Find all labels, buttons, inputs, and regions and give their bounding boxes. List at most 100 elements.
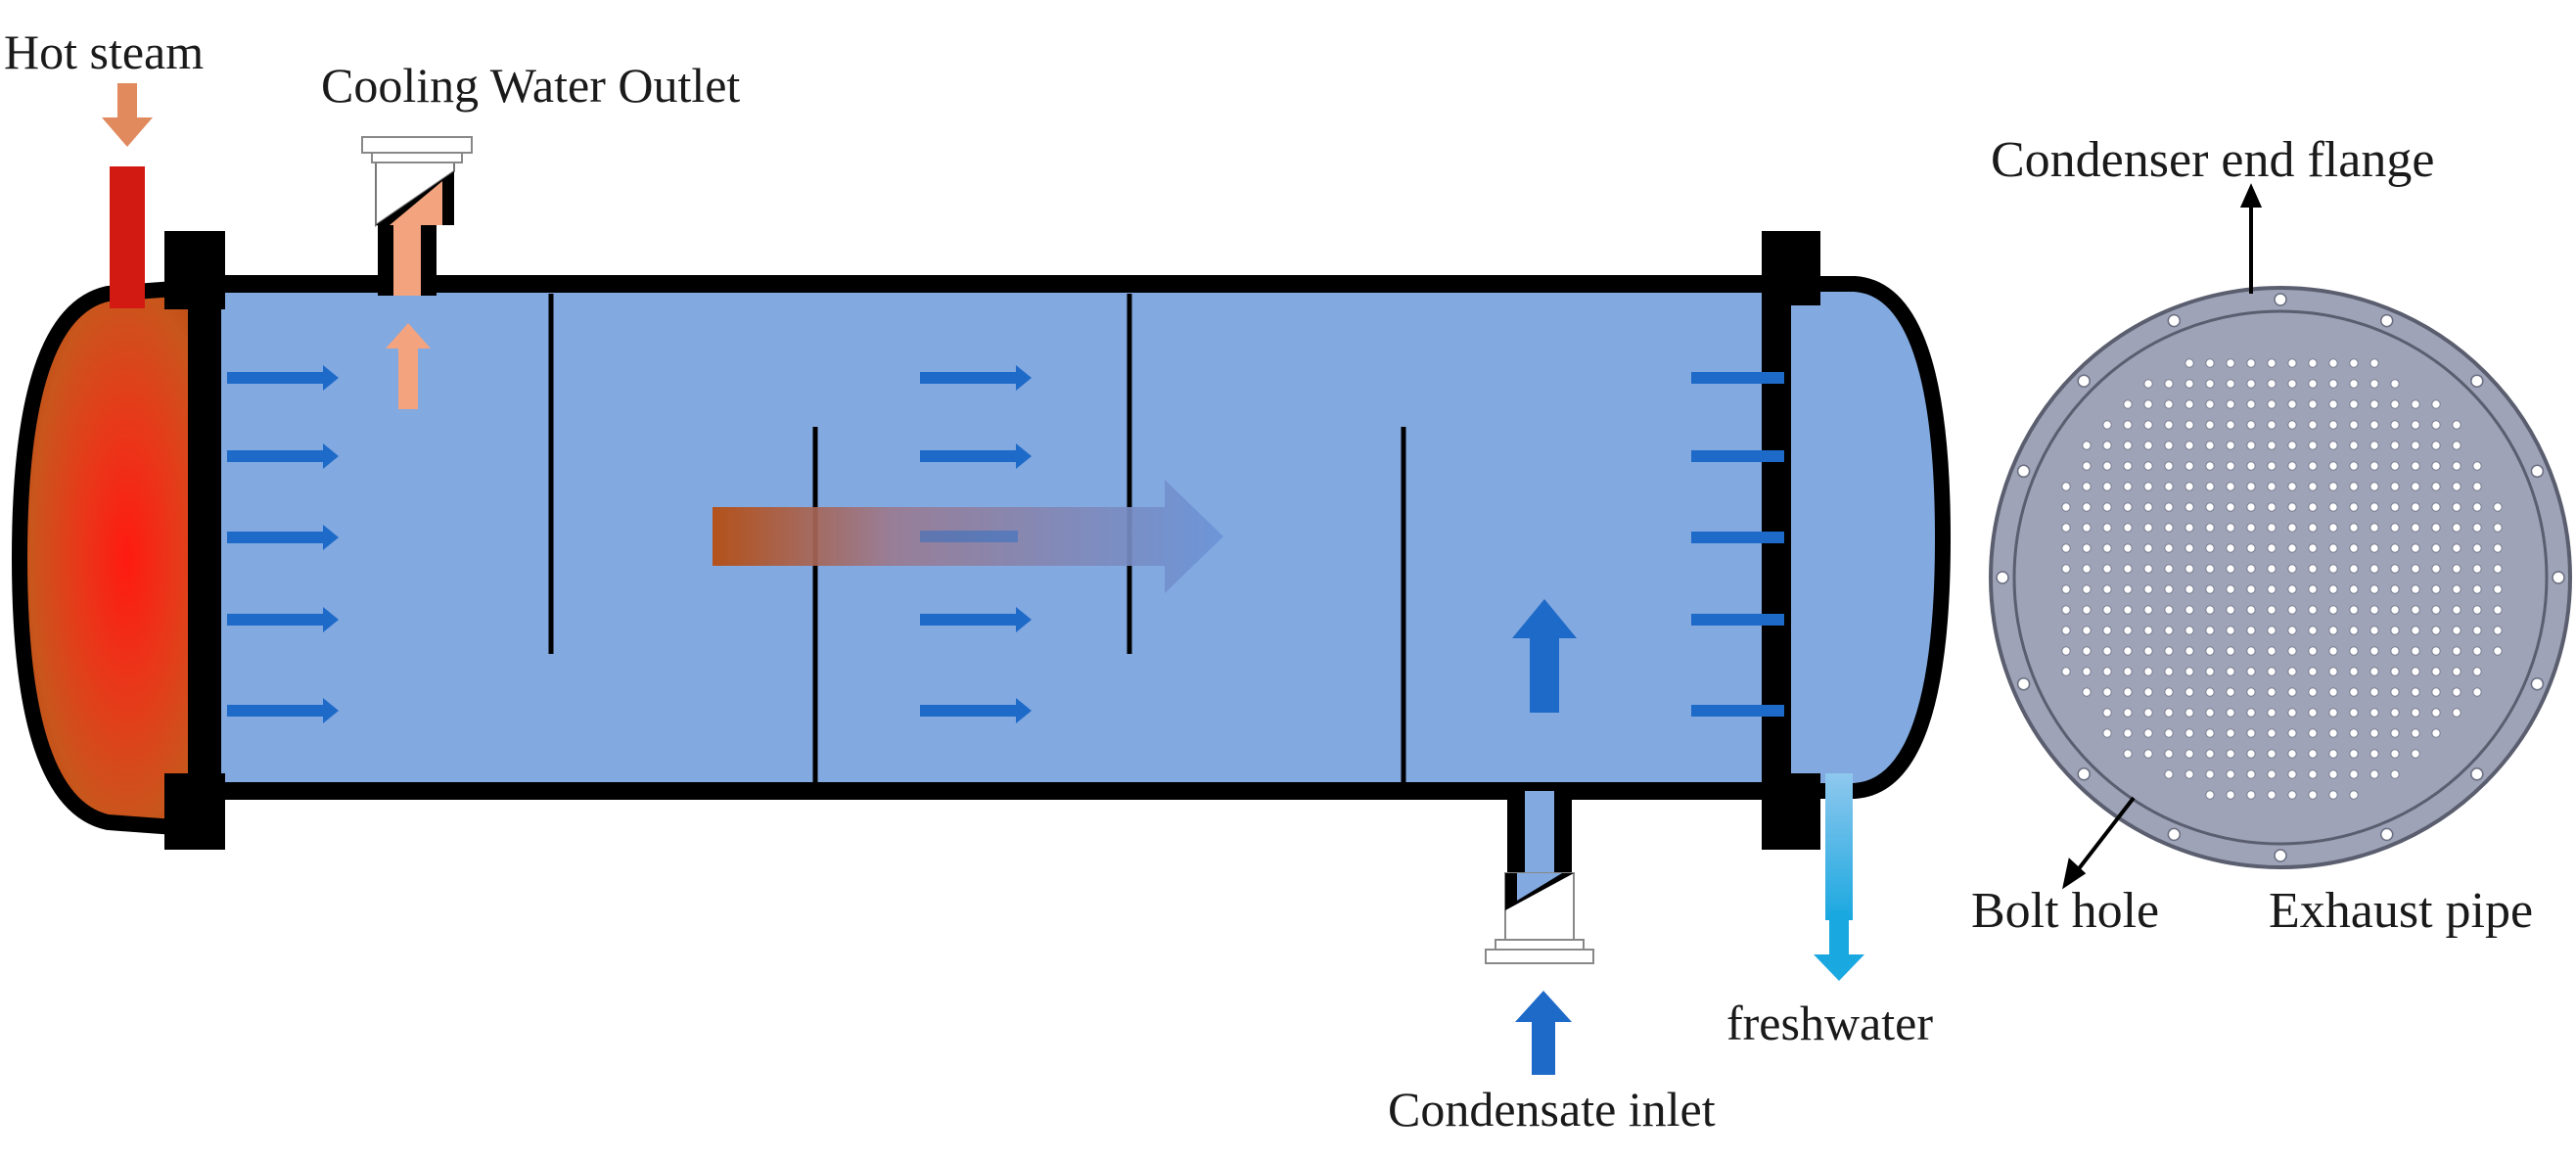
tube-hole xyxy=(2102,728,2112,738)
condenser-end-flange-label: Condenser end flange xyxy=(1991,132,2435,188)
tube-hole xyxy=(2349,379,2359,389)
tube-hole xyxy=(2123,667,2133,676)
tube-hole xyxy=(2143,379,2153,389)
tube-hole xyxy=(2328,523,2338,533)
tube-hole xyxy=(2349,708,2359,718)
tube-hole xyxy=(2143,749,2153,759)
tube-hole xyxy=(2493,646,2503,656)
tube-hole xyxy=(2205,667,2215,676)
tube-hole xyxy=(2082,687,2092,697)
tube-hole xyxy=(2143,728,2153,738)
tube-hole xyxy=(2205,399,2215,409)
tube-hole xyxy=(2226,646,2235,656)
tube-hole xyxy=(2061,626,2071,635)
tube-hole xyxy=(2246,605,2256,615)
tube-hole xyxy=(2411,420,2420,430)
tube-hole xyxy=(2287,482,2297,491)
tube-hole xyxy=(2349,626,2359,635)
tube-hole xyxy=(2143,687,2153,697)
tube-hole xyxy=(2164,399,2174,409)
tube-hole xyxy=(2369,523,2379,533)
tube-hole xyxy=(2061,646,2071,656)
tube-hole xyxy=(2164,646,2174,656)
tube-hole xyxy=(2082,461,2092,471)
tube-hole xyxy=(2431,667,2441,676)
tube-hole xyxy=(2431,441,2441,450)
tube-hole xyxy=(2226,687,2235,697)
tube-hole xyxy=(2082,584,2092,594)
tube-hole xyxy=(2143,605,2153,615)
tube-hole xyxy=(2267,523,2277,533)
tube-hole xyxy=(2102,687,2112,697)
tube-hole xyxy=(2349,728,2359,738)
tube-hole xyxy=(2328,605,2338,615)
tube-hole xyxy=(2472,605,2482,615)
tube-hole xyxy=(2369,543,2379,553)
condensate-inlet-label: Condensate inlet xyxy=(1388,1082,1716,1137)
tube-hole xyxy=(2349,584,2359,594)
bolt-hole xyxy=(2530,676,2545,691)
tube-hole xyxy=(2102,441,2112,450)
tube-hole xyxy=(2185,584,2194,594)
tube-hole xyxy=(2431,399,2441,409)
tube-hole xyxy=(2287,420,2297,430)
tube-hole xyxy=(2369,420,2379,430)
tube-hole xyxy=(2369,584,2379,594)
tube-hole xyxy=(2082,543,2092,553)
bolt-hole xyxy=(2077,374,2091,388)
tube-hole xyxy=(2164,708,2174,718)
tube-hole xyxy=(2328,749,2338,759)
tube-hole xyxy=(2452,584,2461,594)
tube-hole xyxy=(2431,728,2441,738)
tube-hole xyxy=(2452,605,2461,615)
tube-hole xyxy=(2246,790,2256,800)
tube-hole xyxy=(2369,441,2379,450)
tube-hole xyxy=(2205,420,2215,430)
tube-hole xyxy=(2082,441,2092,450)
tube-hole xyxy=(2308,646,2318,656)
tube-hole xyxy=(2205,728,2215,738)
tube-hole xyxy=(2493,543,2503,553)
tube-hole xyxy=(2123,728,2133,738)
tube-hole xyxy=(2185,399,2194,409)
tube-hole xyxy=(2452,420,2461,430)
tube-hole xyxy=(2143,502,2153,512)
tube-hole xyxy=(2205,441,2215,450)
right-flange-top xyxy=(1762,231,1820,305)
tube-hole xyxy=(2267,379,2277,389)
tube-hole xyxy=(2411,502,2420,512)
left-tube-sheet xyxy=(188,286,221,789)
tube-hole xyxy=(2328,728,2338,738)
tube-hole xyxy=(2369,728,2379,738)
tube-hole xyxy=(2287,584,2297,594)
bolt-hole xyxy=(2552,571,2565,584)
tube-hole xyxy=(2328,543,2338,553)
tube-hole xyxy=(2390,543,2400,553)
tube-hole xyxy=(2493,502,2503,512)
tube-hole xyxy=(2185,420,2194,430)
tube-hole xyxy=(2185,605,2194,615)
tube-hole xyxy=(2390,482,2400,491)
tube-hole xyxy=(2164,461,2174,471)
tube-hole xyxy=(2369,399,2379,409)
tube-hole xyxy=(2390,379,2400,389)
tube-hole xyxy=(2472,646,2482,656)
tube-hole xyxy=(2493,523,2503,533)
tube-hole xyxy=(2185,708,2194,718)
tube-hole xyxy=(2164,749,2174,759)
tube-hole xyxy=(2287,687,2297,697)
tube-hole xyxy=(2308,584,2318,594)
tube-hole xyxy=(2390,708,2400,718)
tube-hole xyxy=(2143,646,2153,656)
tube-hole xyxy=(2123,523,2133,533)
tube-hole xyxy=(2267,543,2277,553)
tube-hole xyxy=(2287,543,2297,553)
tube-hole xyxy=(2472,502,2482,512)
tube-hole xyxy=(2205,523,2215,533)
tube-hole xyxy=(2185,482,2194,491)
tube-hole xyxy=(2369,708,2379,718)
tube-hole xyxy=(2164,523,2174,533)
tube-hole xyxy=(2185,502,2194,512)
tube-hole xyxy=(2431,543,2441,553)
tube-hole xyxy=(2390,523,2400,533)
